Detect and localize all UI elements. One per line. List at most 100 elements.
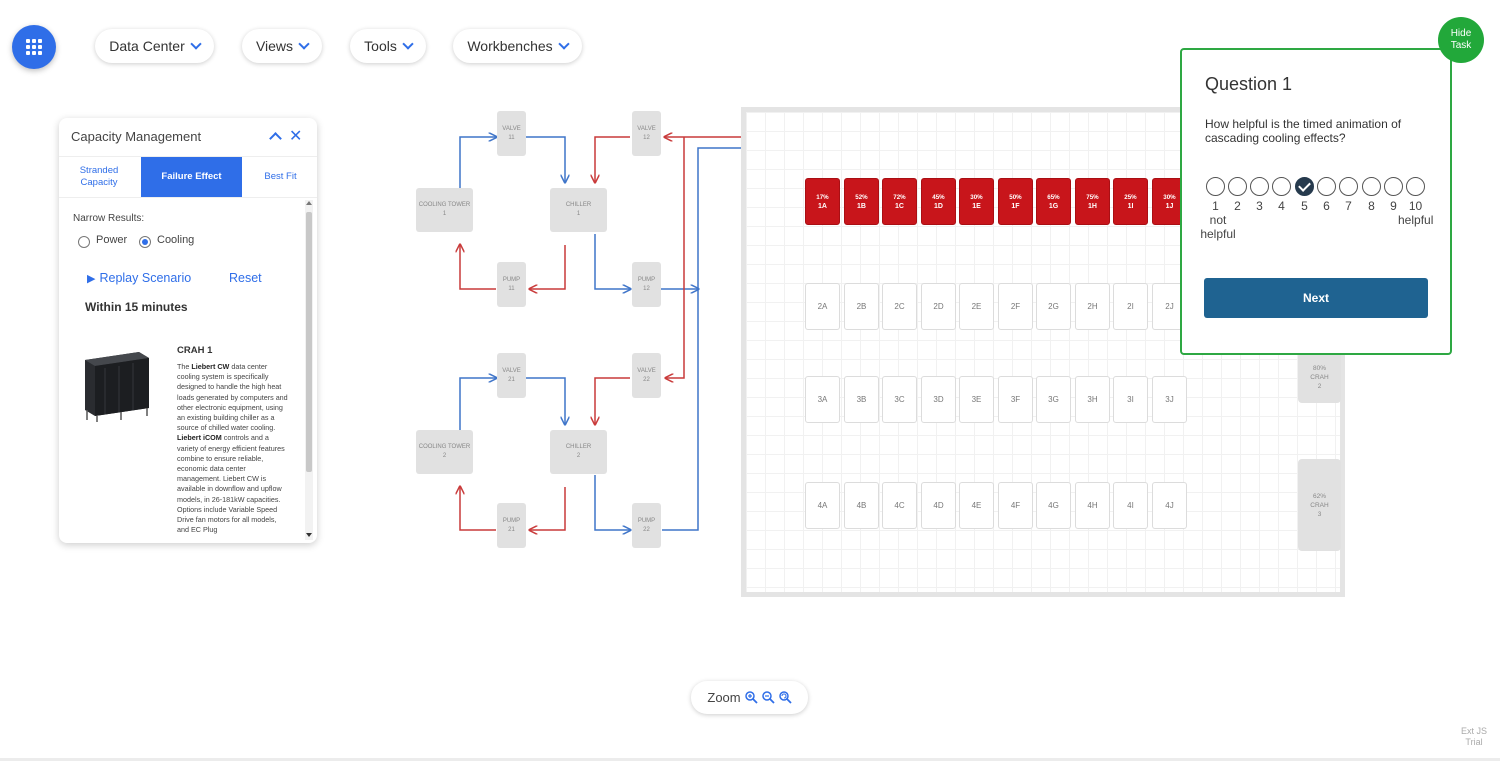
- rack-4c[interactable]: 4C: [882, 482, 917, 529]
- rack-4e[interactable]: 4E: [959, 482, 994, 529]
- rack-2e[interactable]: 2E: [959, 283, 994, 330]
- zoom-out-icon[interactable]: [761, 691, 775, 704]
- cooling-radio-label[interactable]: Cooling: [157, 234, 195, 246]
- hide-task-button[interactable]: Hide Task: [1438, 17, 1484, 63]
- scroll-up-icon[interactable]: [306, 201, 312, 205]
- zoom-in-icon[interactable]: [744, 691, 758, 704]
- rack-1b[interactable]: 52%1B: [844, 178, 879, 225]
- rack-2c[interactable]: 2C: [882, 283, 917, 330]
- menu-workbenches[interactable]: Workbenches: [453, 29, 582, 63]
- rating-option-3[interactable]: [1250, 177, 1269, 196]
- grid-icon: [26, 39, 42, 55]
- pipe: [594, 234, 630, 289]
- replay-scenario-button[interactable]: ▶Replay Scenario: [87, 271, 192, 285]
- rack-4f[interactable]: 4F: [998, 482, 1033, 529]
- rack-load: 75%: [1086, 193, 1099, 201]
- scrollbar-thumb[interactable]: [306, 212, 312, 472]
- rack-id: 1H: [1088, 202, 1097, 210]
- rack-4j[interactable]: 4J: [1152, 482, 1187, 529]
- rating-option-6[interactable]: [1317, 177, 1336, 196]
- rack-3d[interactable]: 3D: [921, 376, 956, 423]
- rating-option-8[interactable]: [1362, 177, 1381, 196]
- question-title: Question 1: [1205, 74, 1293, 94]
- scroll-down-icon[interactable]: [306, 533, 312, 537]
- rack-3a[interactable]: 3A: [805, 376, 840, 423]
- close-icon[interactable]: ✕: [289, 128, 303, 145]
- pipe: [595, 136, 630, 182]
- cooling-radio[interactable]: [139, 236, 151, 248]
- rack-1h[interactable]: 75%1H: [1075, 178, 1110, 225]
- next-button[interactable]: Next: [1204, 278, 1428, 318]
- rating-option-2[interactable]: [1228, 177, 1247, 196]
- rack-3b[interactable]: 3B: [844, 376, 879, 423]
- rating-option-9[interactable]: [1384, 177, 1403, 196]
- rack-2h[interactable]: 2H: [1075, 283, 1110, 330]
- app-launcher-button[interactable]: [12, 25, 56, 69]
- rack-2b[interactable]: 2B: [844, 283, 879, 330]
- question-dialog: Question 1 How helpful is the timed anim…: [1180, 48, 1452, 355]
- zoom-reset-icon[interactable]: [778, 691, 792, 704]
- rack-2d[interactable]: 2D: [921, 283, 956, 330]
- rack-2f[interactable]: 2F: [998, 283, 1033, 330]
- tab-failure-effect[interactable]: Failure Effect: [141, 157, 242, 197]
- pipe: [459, 378, 496, 430]
- power-radio-label[interactable]: Power: [96, 234, 128, 246]
- rack-3j[interactable]: 3J: [1152, 376, 1187, 423]
- power-radio[interactable]: [78, 236, 90, 248]
- reset-button[interactable]: Reset: [229, 271, 262, 285]
- rating-option-5[interactable]: [1295, 177, 1314, 196]
- rack-3i[interactable]: 3I: [1113, 376, 1148, 423]
- rack-4b[interactable]: 4B: [844, 482, 879, 529]
- rack-4a[interactable]: 4A: [805, 482, 840, 529]
- rack-4h[interactable]: 4H: [1075, 482, 1110, 529]
- rack-load: 25%: [1124, 193, 1137, 201]
- rack-1e[interactable]: 30%1E: [959, 178, 994, 225]
- rack-2g[interactable]: 2G: [1036, 283, 1071, 330]
- rack-4d[interactable]: 4D: [921, 482, 956, 529]
- rack-1g[interactable]: 65%1G: [1036, 178, 1071, 225]
- rating-option-label: 2: [1234, 199, 1241, 213]
- bottom-divider: [0, 758, 1500, 761]
- rack-1d[interactable]: 45%1D: [921, 178, 956, 225]
- rack-1a[interactable]: 17%1A: [805, 178, 840, 225]
- rack-3f[interactable]: 3F: [998, 376, 1033, 423]
- menu-views[interactable]: Views: [242, 29, 322, 63]
- rack-1f[interactable]: 50%1F: [998, 178, 1033, 225]
- rack-1c[interactable]: 72%1C: [882, 178, 917, 225]
- rack-load: 72%: [893, 193, 906, 201]
- rack-3h[interactable]: 3H: [1075, 376, 1110, 423]
- rating-option-10[interactable]: [1406, 177, 1425, 196]
- tab-best-fit[interactable]: Best Fit: [264, 171, 297, 182]
- menu-tools[interactable]: Tools: [350, 29, 426, 63]
- rack-3e[interactable]: 3E: [959, 376, 994, 423]
- menu-data-center[interactable]: Data Center: [95, 29, 214, 63]
- rack-3g[interactable]: 3G: [1036, 376, 1071, 423]
- rating-option-1[interactable]: [1206, 177, 1225, 196]
- rack-3c[interactable]: 3C: [882, 376, 917, 423]
- rating-option-label: 6: [1323, 199, 1330, 213]
- tab-stranded-capacity[interactable]: Stranded Capacity: [79, 165, 119, 188]
- rack-id: 1J: [1165, 202, 1174, 210]
- rating-option-4[interactable]: [1272, 177, 1291, 196]
- rack-2i[interactable]: 2I: [1113, 283, 1148, 330]
- rating-option-7[interactable]: [1339, 177, 1358, 196]
- rack-4i[interactable]: 4I: [1113, 482, 1148, 529]
- rack-4g[interactable]: 4G: [1036, 482, 1071, 529]
- rack-1i[interactable]: 25%1I: [1113, 178, 1148, 225]
- rack-2a[interactable]: 2A: [805, 283, 840, 330]
- panel-scrollbar[interactable]: [305, 200, 313, 540]
